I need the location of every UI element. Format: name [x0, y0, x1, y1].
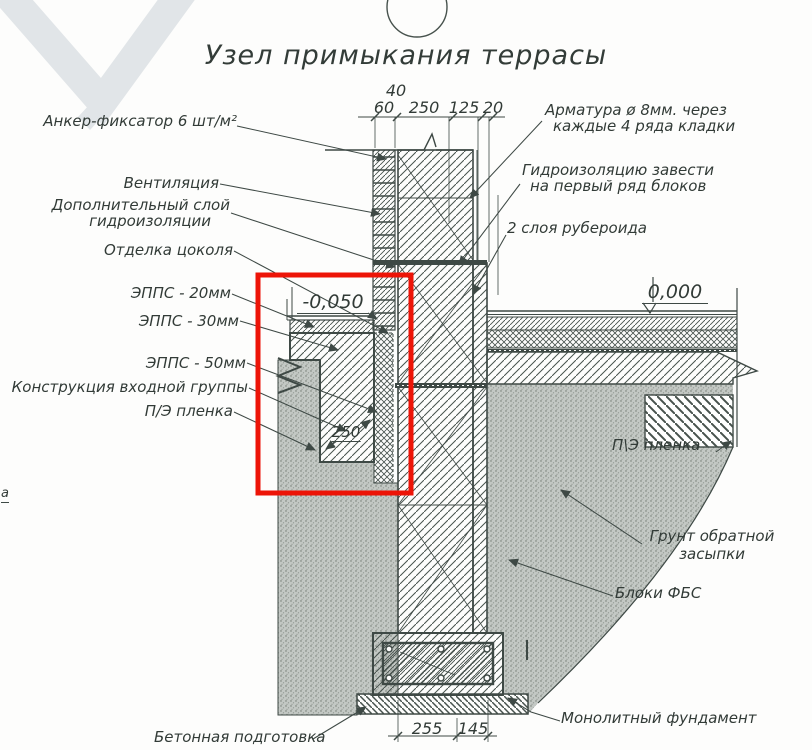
dim-40: 40	[385, 81, 407, 100]
label-ventilation: Вентиляция	[123, 174, 219, 192]
watermark-logo	[0, 0, 195, 130]
pe-film-patch-hatch	[645, 395, 733, 447]
wall-top-line	[325, 132, 473, 151]
drawing-title: Узел примыкания террасы	[204, 40, 608, 71]
floor-right	[486, 288, 759, 447]
label-pe-film-right: П\Э пленка	[612, 436, 701, 454]
dim-inner-250: 250	[331, 423, 361, 442]
ground-right	[487, 384, 733, 714]
ruberoid-band	[395, 383, 487, 388]
break-line-left	[275, 357, 303, 394]
label-edge-cut: а	[1, 486, 9, 503]
label-rebar-2: каждые 4 ряда кладки	[553, 117, 736, 135]
elevation-zero-flag	[642, 277, 657, 315]
concrete-prep-slab	[356, 693, 529, 715]
label-waterproof-first-row-2: на первый ряд блоков	[530, 177, 707, 195]
waterproofing-band-upper	[373, 260, 487, 265]
highlight-region	[255, 272, 414, 496]
terrace-left	[286, 287, 394, 484]
label-monolith-foundation: Монолитный фундамент	[561, 709, 757, 727]
elevation-minus-050: -0,050	[297, 291, 369, 314]
foundation	[356, 632, 529, 715]
label-backfill-2: засыпки	[679, 545, 745, 563]
dim-250: 250	[408, 98, 440, 117]
leader-lines	[219, 120, 732, 740]
dim-125: 125	[448, 98, 480, 117]
label-anchor-fixator: Анкер-фиксатор 6 шт/м²	[43, 112, 237, 130]
label-epps-50: ЭППС - 50мм	[145, 354, 246, 372]
facing-layer	[372, 149, 396, 331]
ground-curve	[537, 446, 734, 704]
elevation-zero: 0,000	[642, 281, 708, 304]
label-epps-30: ЭППС - 30мм	[138, 312, 239, 330]
dim-20: 20	[482, 98, 504, 117]
elevation-minus-flag	[367, 310, 378, 320]
label-pe-film-left: П/Э пленка	[144, 402, 233, 420]
label-entrance-structure: Конструкция входной группы	[11, 378, 248, 396]
label-extra-waterproofing-1: Дополнительный слой	[51, 196, 230, 214]
label-epps-20: ЭППС - 20мм	[130, 284, 231, 302]
label-concrete-prep: Бетонная подготовка	[154, 728, 326, 746]
label-fbs-blocks: Блоки ФБС	[615, 584, 702, 602]
label-ruberoid: 2 слоя рубероида	[507, 219, 648, 237]
rebar-dots	[385, 645, 491, 682]
dim-60: 60	[373, 98, 395, 117]
label-plinth-finish: Отделка цоколя	[104, 241, 233, 259]
dim-255: 255	[411, 719, 443, 738]
dim-145: 145	[457, 719, 489, 738]
label-extra-waterproofing-2: гидроизоляции	[89, 212, 211, 230]
label-backfill-1: Грунт обратной	[649, 527, 775, 545]
node-callout-circle	[386, 0, 448, 38]
label-waterproof-first-row-1: Гидроизоляцию завести	[522, 161, 715, 179]
dimension-chain-bottom	[388, 700, 497, 742]
label-rebar-1: Арматура ø 8мм. через	[545, 101, 727, 119]
